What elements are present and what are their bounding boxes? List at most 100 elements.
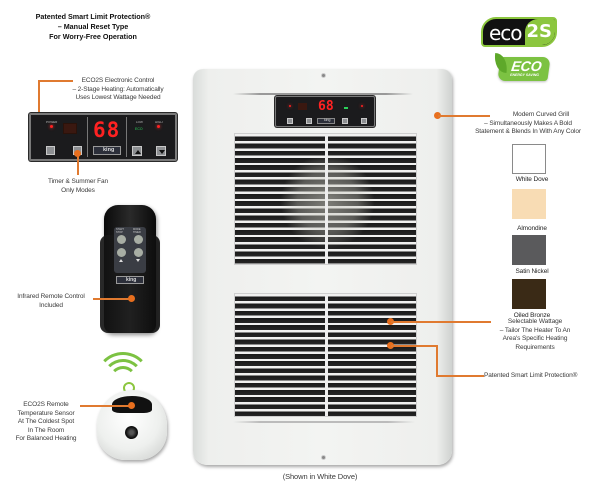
heater-timer-window: [298, 103, 307, 110]
remote-callout-line-1: Infrared Remote Control: [17, 293, 85, 300]
limit-leader-h2: [436, 375, 484, 377]
grill-callout-line-2: – Simultaneously Makes A Bold: [484, 119, 572, 127]
sensor-dot: [128, 402, 135, 409]
arrow-down-icon: [158, 150, 165, 154]
temp-up-button[interactable]: [132, 146, 142, 156]
lower-grill-divider: [325, 294, 328, 416]
heater-eco-led: [344, 107, 348, 109]
eco-energy-saving-badge: ECO ENERGY SAVING: [492, 53, 551, 81]
heater-temperature-display: 68: [318, 99, 334, 114]
lower-grill: [234, 293, 417, 417]
timer-dot: [74, 150, 81, 157]
swatch-white-dove[interactable]: [512, 144, 546, 174]
sensor-leader: [80, 405, 133, 407]
timer-window: [63, 123, 77, 134]
leaf-icon: [492, 53, 510, 73]
display-divider-left: [87, 117, 88, 157]
control-panel-closeup: POWER 68 LOW ECO HIGH king: [29, 113, 177, 161]
limit-callout: Patented Smart Limit Protection®: [484, 372, 578, 379]
color-swatches: White Dove Almondine Satin Nickel Oiled …: [508, 144, 556, 320]
start-stop-button[interactable]: [46, 146, 55, 155]
power-led: [50, 125, 53, 128]
panel-power-label: POWER: [46, 120, 58, 124]
wattage-callout-line-3: Area's Specific Heating: [502, 335, 568, 342]
upper-grill-divider: [325, 134, 328, 264]
control-callout: ECO2S Electronic Control – 2-Stage Heati…: [58, 77, 178, 103]
eco2s-logo-eco: eco: [489, 21, 523, 45]
wattage-leader: [391, 321, 491, 323]
eco-badge-text: ECO: [510, 58, 543, 74]
grill-callout: Modern Curved Grill – Simultaneously Mak…: [462, 111, 594, 137]
swatch-label-white-dove: White Dove: [515, 176, 549, 183]
heater-start-stop-button[interactable]: [287, 118, 293, 124]
heater-caption: (Shown in White Dove): [282, 472, 358, 481]
remote-arrow-up-icon: [119, 259, 123, 262]
wattage-dot: [387, 318, 394, 325]
grill-dot: [434, 112, 441, 119]
eco2s-logo-2s-text: 2S: [526, 21, 553, 42]
limit-dot: [387, 342, 394, 349]
wattage-callout-line-4: Requirements: [515, 343, 555, 351]
panel-high-label: HIGH: [155, 120, 163, 124]
remote-leader: [93, 298, 131, 300]
swatch-label-almondine: Almondine: [517, 224, 547, 232]
remote-keypad: START STOP MODE TIMER: [114, 227, 146, 273]
high-led: [157, 125, 160, 128]
remote-mode-button[interactable]: [134, 235, 143, 244]
control-leader-h: [38, 80, 73, 82]
sensor-callout-line-2: Temperature Sensor: [17, 409, 75, 417]
panel-low-label: LOW: [136, 120, 143, 124]
swatch-oiled-bronze[interactable]: [512, 278, 546, 309]
remote-king-text: king: [126, 277, 137, 283]
swatch-label-oiled-bronze: Oiled Bronze: [513, 311, 551, 319]
header-line-3: For Worry-Free Operation: [49, 32, 137, 41]
remote-down-button[interactable]: [134, 248, 143, 257]
remote-king-badge: king: [116, 276, 144, 284]
bottom-screw: [321, 455, 326, 460]
temp-down-button[interactable]: [156, 146, 166, 156]
grill-leader: [438, 115, 490, 117]
remote-dot: [128, 295, 135, 302]
control-leader-v: [38, 80, 40, 125]
remote-up-button[interactable]: [117, 248, 126, 257]
control-callout-line-2: – 2-Stage Heating: Automatically: [72, 85, 164, 93]
control-callout-line-3: Uses Lowest Wattage Needed: [75, 94, 161, 101]
arrow-up-icon: [134, 149, 141, 154]
swatch-satin-nickel[interactable]: [512, 235, 546, 265]
heater-up-button[interactable]: [342, 118, 348, 124]
bottom-ridge: [233, 421, 415, 423]
remote-arrow-down-icon: [136, 259, 140, 262]
timer-callout-line-1: Timer & Summer Fan: [47, 178, 109, 185]
upper-grill: [234, 133, 417, 265]
remote-start-stop-button[interactable]: [117, 235, 126, 244]
temperature-sensor: [97, 390, 167, 460]
remote-label-start-stop: START STOP: [116, 228, 124, 234]
eco2s-logo-2s: [525, 19, 555, 45]
display-divider-right: [126, 117, 127, 157]
heater-control-panel: 68 king: [275, 96, 375, 127]
sensor-callout: ECO2S Remote Temperature Sensor At The C…: [10, 401, 82, 444]
header-line-1: Patented Smart Limit Protection®: [35, 12, 151, 21]
timer-callout: Timer & Summer Fan Only Modes: [40, 178, 116, 195]
grill-callout-line-3: Statement & Blends In With Any Color: [475, 128, 581, 135]
limit-leader-h1: [391, 345, 437, 347]
sensor-callout-line-4: In The Room: [27, 426, 65, 434]
heater-king-text: king: [324, 118, 331, 122]
timer-leader-v: [77, 153, 79, 175]
heater-down-button[interactable]: [361, 118, 367, 124]
header-title: Patented Smart Limit Protection® – Manua…: [18, 12, 168, 42]
sensor-callout-line-3: At The Coldest Spot: [17, 418, 75, 425]
remote-callout-line-2: Included: [39, 301, 63, 309]
header-line-2: – Manual Reset Type: [57, 22, 129, 31]
remote-control: START STOP MODE TIMER king: [100, 205, 160, 333]
eco2s-logo: eco 2S: [481, 17, 557, 47]
timer-callout-line-2: Only Modes: [61, 186, 95, 194]
top-ridge: [233, 93, 413, 95]
heater-mode-button[interactable]: [306, 118, 312, 124]
heater-king-badge: king: [317, 118, 335, 124]
swatch-label-satin-nickel: Satin Nickel: [515, 268, 549, 275]
wall-heater: 68 king: [193, 69, 452, 465]
swatch-almondine[interactable]: [512, 188, 546, 219]
king-logo-badge: king: [93, 146, 121, 155]
sensor-lens: [125, 426, 138, 439]
